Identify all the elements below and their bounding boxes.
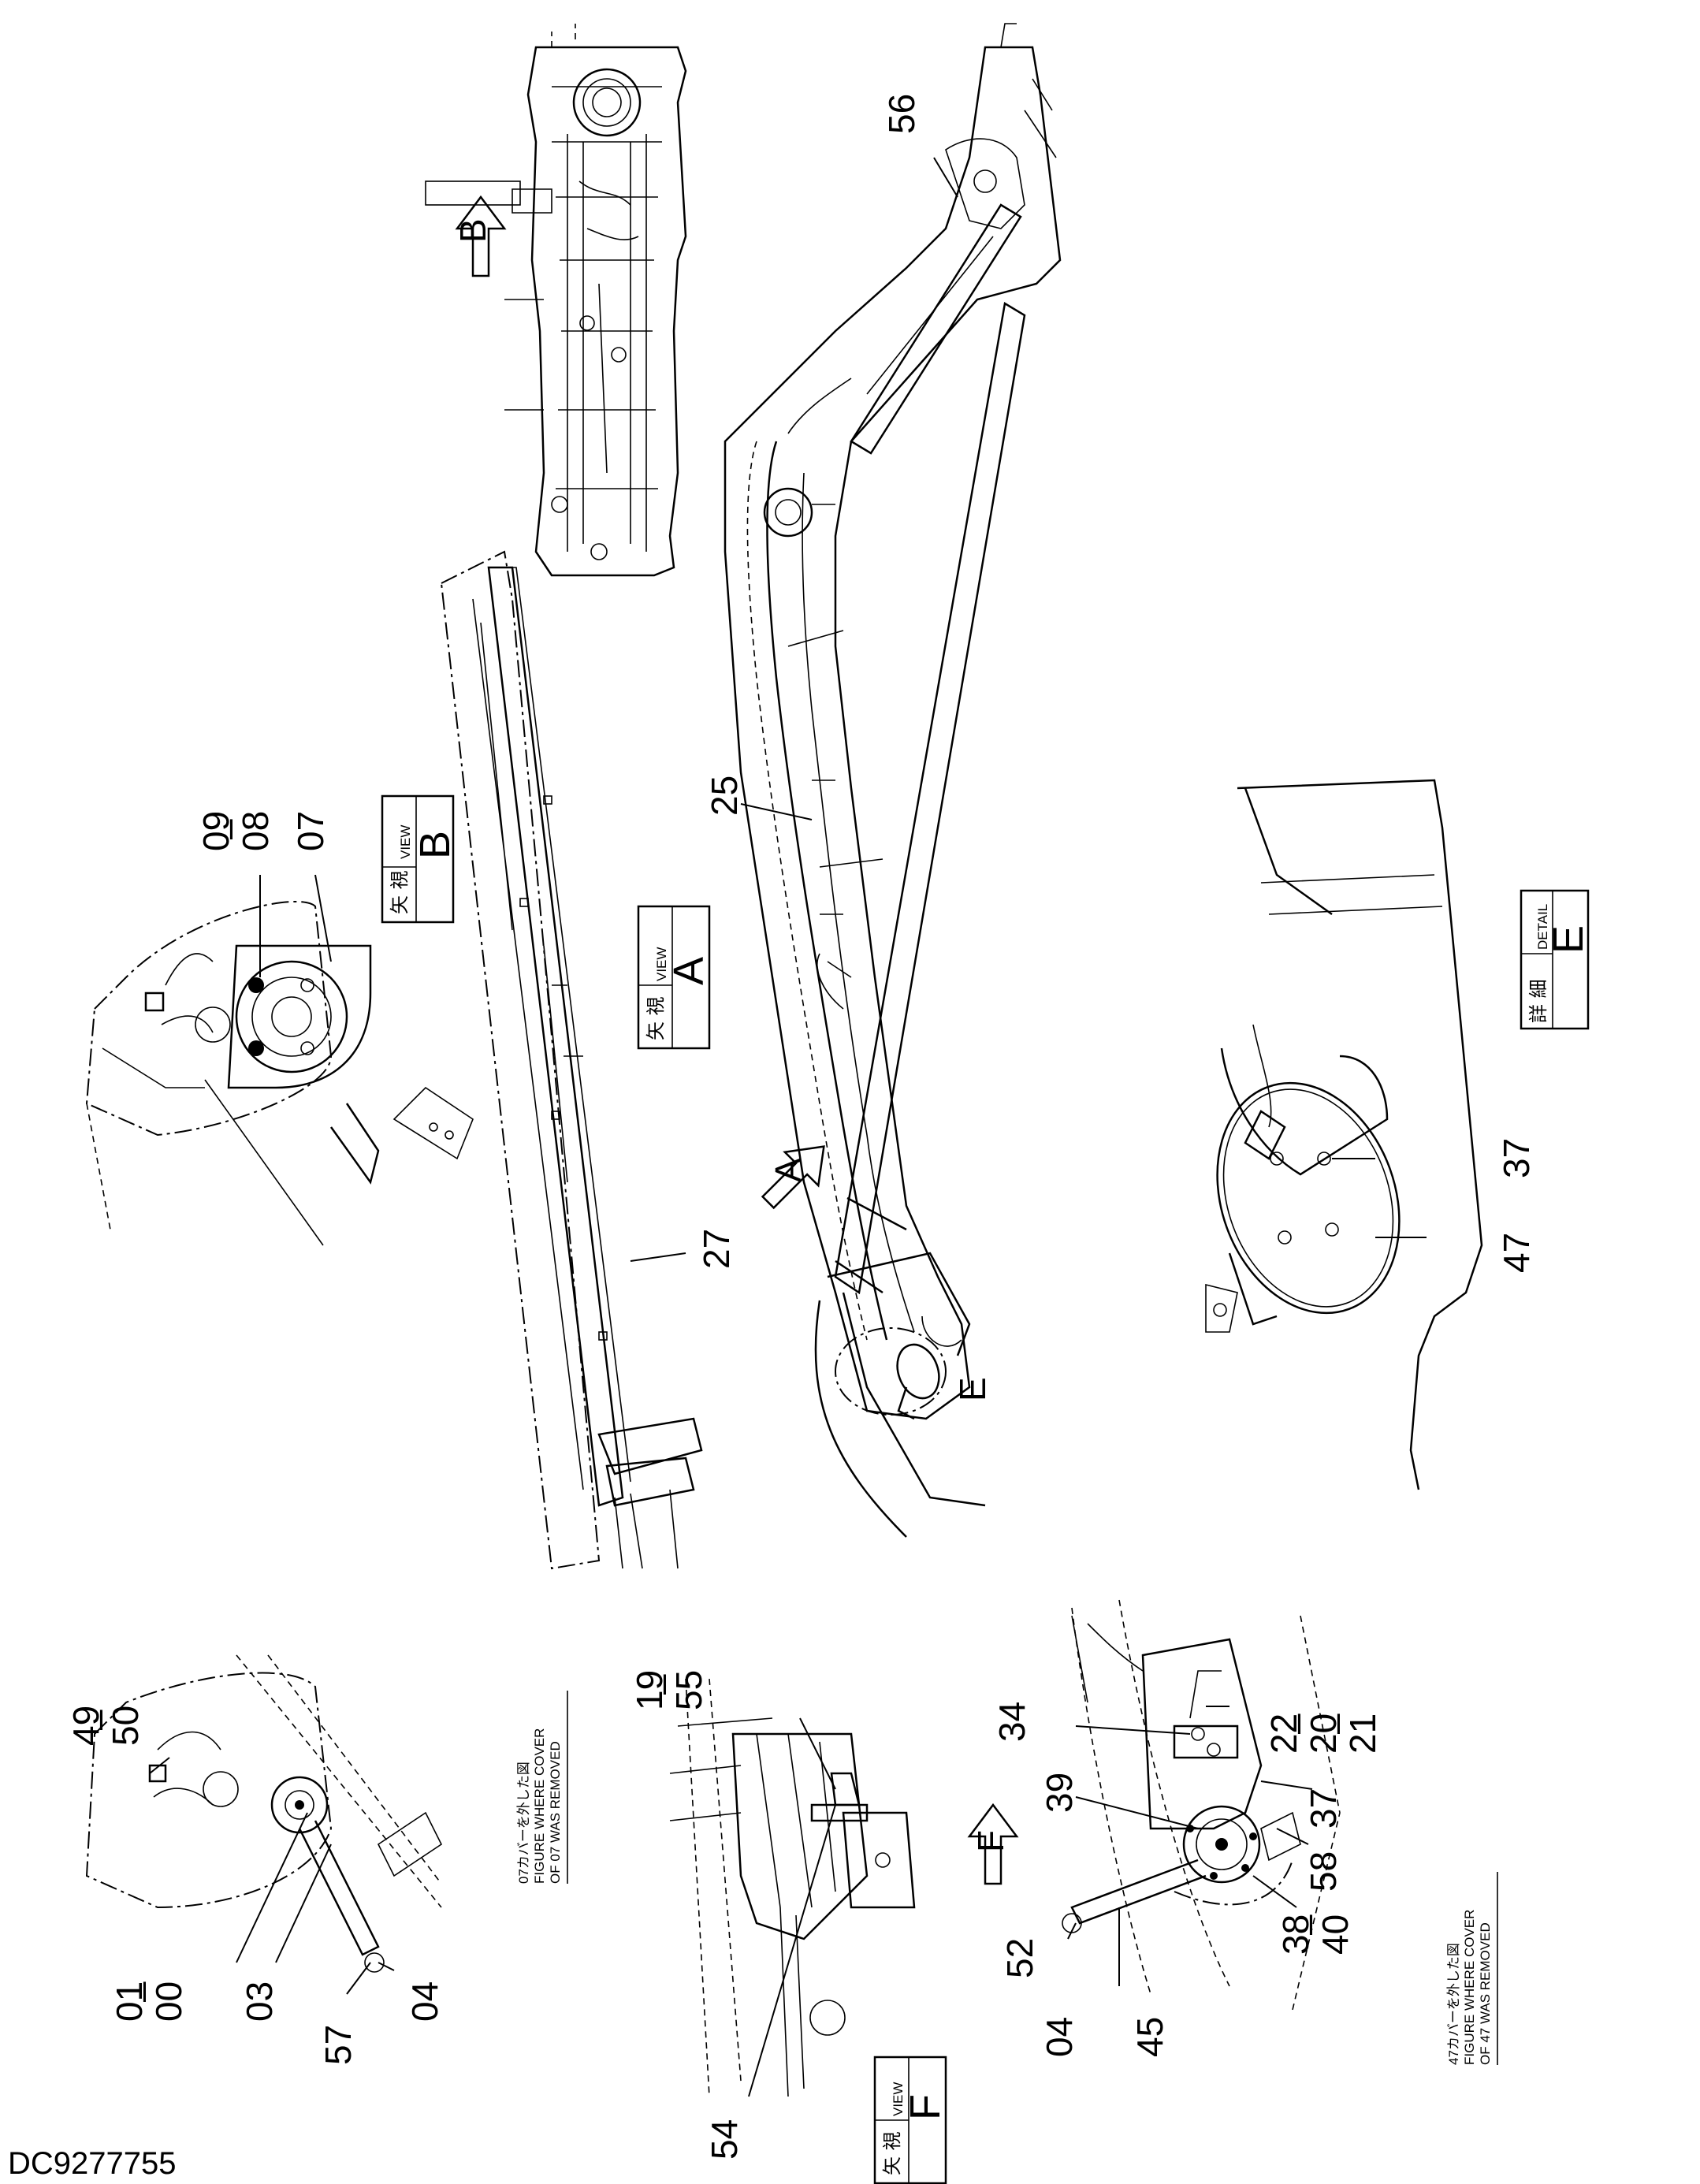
svg-text:矢 視: 矢 視 — [645, 996, 667, 1040]
svg-text:F: F — [902, 2094, 949, 2120]
callout-37b: 37 — [1303, 1788, 1344, 1829]
callout-00: 00 — [148, 1981, 189, 2022]
callout-03: 03 — [239, 1981, 280, 2022]
callout-56: 56 — [881, 94, 922, 134]
svg-text:VIEW: VIEW — [891, 2082, 906, 2116]
cover-07-note: 07カバーを外した図 FIGURE WHERE COVER OF 07 WAS … — [516, 1691, 568, 1884]
document-id: DC9277755 — [8, 2146, 177, 2181]
callout-45: 45 — [1129, 2017, 1170, 2057]
callout-dash: – — [207, 819, 248, 839]
callout-25: 25 — [704, 776, 745, 816]
svg-text:VIEW: VIEW — [654, 947, 669, 981]
svg-text:矢 視: 矢 視 — [881, 2131, 903, 2175]
cover-07-removed-view — [85, 1654, 443, 1973]
view-arrow-b: B — [452, 195, 507, 277]
callout-37: 37 — [1496, 1138, 1537, 1178]
callout-dash: – — [77, 1710, 118, 1730]
callout-57: 57 — [318, 2025, 359, 2065]
callout-04b: 04 — [1039, 2017, 1080, 2057]
svg-text:OF 47 WAS REMOVED: OF 47 WAS REMOVED — [1478, 1922, 1493, 2065]
callout-50: 50 — [105, 1706, 146, 1746]
callout-39: 39 — [1039, 1773, 1080, 1813]
svg-text:E: E — [952, 1377, 993, 1401]
svg-text:E: E — [1545, 925, 1592, 954]
view-a-arm — [440, 550, 703, 1570]
callout-09: 09 — [195, 811, 236, 851]
callout-38: 38 — [1275, 1914, 1316, 1955]
svg-text:A: A — [768, 1158, 809, 1182]
view-f-detail — [669, 1678, 916, 2097]
detail-e-label: 詳 細 DETAIL E — [1520, 889, 1592, 1030]
svg-text:FIGURE WHERE COVER: FIGURE WHERE COVER — [1462, 1910, 1477, 2065]
view-arrow-a: A — [761, 1145, 825, 1210]
detail-e-marker: E — [835, 1327, 993, 1420]
callout-dash: – — [121, 1981, 162, 2002]
callout-08: 08 — [235, 811, 276, 851]
callout-dash: – — [641, 1674, 682, 1695]
svg-text:FIGURE WHERE COVER: FIGURE WHERE COVER — [532, 1728, 547, 1884]
view-b-label: 矢 視 VIEW B — [381, 794, 459, 924]
callout-54: 54 — [704, 2119, 745, 2160]
svg-text:A: A — [665, 957, 712, 985]
svg-text:DETAIL: DETAIL — [1535, 904, 1550, 950]
svg-text:F: F — [970, 1830, 1011, 1852]
view-a-label: 矢 視 VIEW A — [637, 905, 712, 1050]
callout-52: 52 — [999, 1938, 1040, 1978]
view-arrow-f: F — [967, 1803, 1019, 1885]
svg-text:詳 細: 詳 細 — [1527, 979, 1549, 1023]
callout-49: 49 — [65, 1706, 106, 1746]
callout-22: 22 — [1263, 1713, 1304, 1754]
cover-47-note: 47カバーを外した図 FIGURE WHERE COVER OF 47 WAS … — [1446, 1872, 1498, 2065]
svg-text:07カバーを外した図: 07カバーを外した図 — [516, 1762, 531, 1884]
callout-dash: – — [1275, 1713, 1316, 1734]
callout-dash: – — [1287, 1914, 1328, 1935]
leader-lines — [149, 157, 1427, 2097]
callout-07: 07 — [290, 811, 331, 851]
callout-20: 20 — [1303, 1713, 1344, 1754]
svg-text:47カバーを外した図: 47カバーを外した図 — [1446, 1943, 1461, 2065]
svg-text:B: B — [411, 831, 459, 859]
callout-dash: – — [1315, 1713, 1356, 1734]
callout-27: 27 — [696, 1229, 737, 1269]
callout-04: 04 — [404, 1981, 445, 2022]
callout-01: 01 — [109, 1981, 150, 2022]
svg-text:矢 視: 矢 視 — [389, 870, 411, 914]
svg-text:VIEW: VIEW — [398, 825, 413, 859]
cover-47-removed-view — [1062, 1599, 1341, 2011]
callout-58: 58 — [1303, 1851, 1344, 1892]
callout-40: 40 — [1315, 1914, 1356, 1955]
upper-frame-view — [425, 24, 687, 577]
svg-text:B: B — [452, 218, 493, 243]
callout-19: 19 — [629, 1670, 670, 1710]
detail-e — [1205, 779, 1483, 1490]
callout-21: 21 — [1342, 1713, 1383, 1754]
callouts: 09 – 08 07 56 25 27 37 47 49 – 50 01 – 0… — [65, 94, 1537, 2160]
callout-55: 55 — [668, 1670, 709, 1710]
boom-assembly — [724, 23, 1062, 1538]
view-b-detail — [85, 901, 474, 1246]
svg-text:OF 07 WAS REMOVED: OF 07 WAS REMOVED — [548, 1741, 563, 1884]
callout-34: 34 — [991, 1702, 1032, 1742]
view-f-label: 矢 視 VIEW F — [873, 2056, 949, 2184]
callout-47: 47 — [1496, 1233, 1537, 1273]
